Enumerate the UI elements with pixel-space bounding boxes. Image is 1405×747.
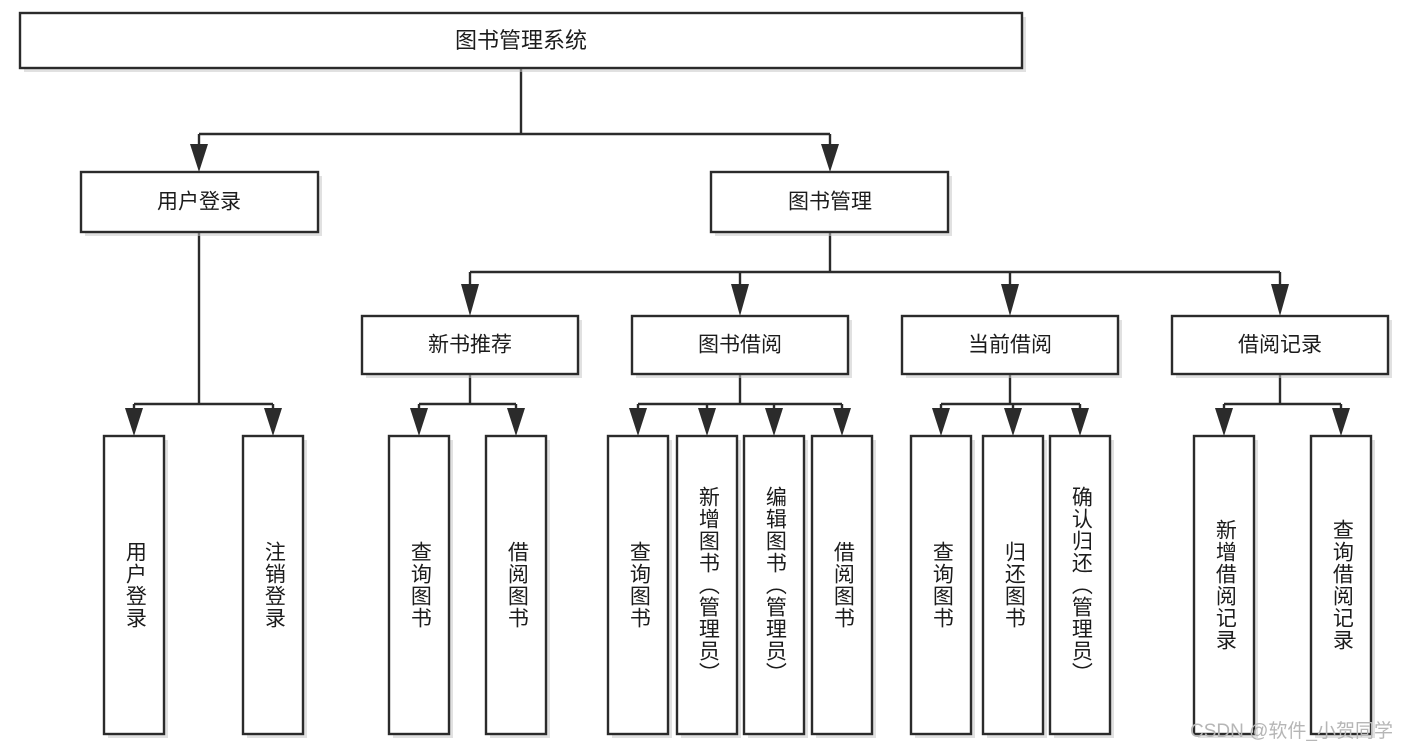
csdn-watermark: CSDN @软件_小贺同学 — [1190, 721, 1393, 742]
leaf-user-login-box[interactable] — [102, 434, 166, 736]
arrow-to-leaf-return-book — [1004, 408, 1022, 436]
leaf-borrow-book-box[interactable] — [810, 434, 874, 736]
leaf-node-layer — [102, 434, 1375, 738]
leaf-query-record-box[interactable] — [1309, 434, 1373, 736]
user-login-node-box[interactable] — [79, 170, 320, 234]
arrow-to-book-borrow — [731, 284, 749, 316]
leaf-confirm-return-box[interactable] — [1048, 434, 1112, 736]
root-node-box[interactable] — [18, 11, 1024, 70]
arrow-to-leaf-add-record — [1215, 408, 1233, 436]
book-borrow-node-label: 图书借阅 — [698, 334, 782, 357]
arrow-to-new-book-rec — [461, 284, 479, 316]
arrow-to-book-manage — [821, 144, 839, 172]
new-book-rec-node-label: 新书推荐 — [428, 334, 512, 357]
arrow-to-leaf-add-book — [698, 408, 716, 436]
current-borrow-node-label: 当前借阅 — [968, 334, 1052, 357]
user-login-node-label: 用户登录 — [157, 191, 241, 214]
book-manage-node-label: 图书管理 — [788, 191, 872, 214]
leaf-add-book-box[interactable] — [675, 434, 739, 736]
leaf-query-book-rec-box[interactable] — [387, 434, 451, 736]
node-layer: 图书管理系统 用户登录 图书管理 新书推荐 图书借阅 当前借阅 借阅记录 — [18, 11, 1392, 378]
arrow-to-leaf-borrow-book — [833, 408, 851, 436]
leaf-query-book-cur-box[interactable] — [909, 434, 973, 736]
arrow-to-leaf-user-login — [125, 408, 143, 436]
arrow-to-leaf-edit-book — [765, 408, 783, 436]
arrow-to-user-login — [190, 144, 208, 172]
leaf-add-record-box[interactable] — [1192, 434, 1256, 736]
arrow-to-leaf-confirm-return — [1071, 408, 1089, 436]
connector-layer — [125, 68, 1350, 436]
arrow-to-leaf-logout — [264, 408, 282, 436]
arrow-to-leaf-query-book-cur — [932, 408, 950, 436]
book-borrow-node-box[interactable] — [630, 314, 850, 376]
leaf-borrow-book-rec-box[interactable] — [484, 434, 548, 736]
book-manage-node-box[interactable] — [709, 170, 950, 234]
current-borrow-node-box[interactable] — [900, 314, 1120, 376]
arrow-to-leaf-query-book-bor — [629, 408, 647, 436]
leaf-logout-box[interactable] — [241, 434, 305, 736]
leaf-edit-book-box[interactable] — [742, 434, 806, 736]
arrow-to-current-borrow — [1001, 284, 1019, 316]
leaf-return-book-box[interactable] — [981, 434, 1045, 736]
borrow-record-node-label: 借阅记录 — [1238, 334, 1322, 357]
root-node-label: 图书管理系统 — [455, 28, 587, 53]
borrow-record-node-box[interactable] — [1170, 314, 1390, 376]
arrow-to-leaf-borrow-book-rec — [507, 408, 525, 436]
arrow-to-leaf-query-book-rec — [410, 408, 428, 436]
new-book-rec-node-box[interactable] — [360, 314, 580, 376]
arrow-to-leaf-query-record — [1332, 408, 1350, 436]
leaf-query-book-bor-box[interactable] — [606, 434, 670, 736]
arrow-to-borrow-record — [1271, 284, 1289, 316]
